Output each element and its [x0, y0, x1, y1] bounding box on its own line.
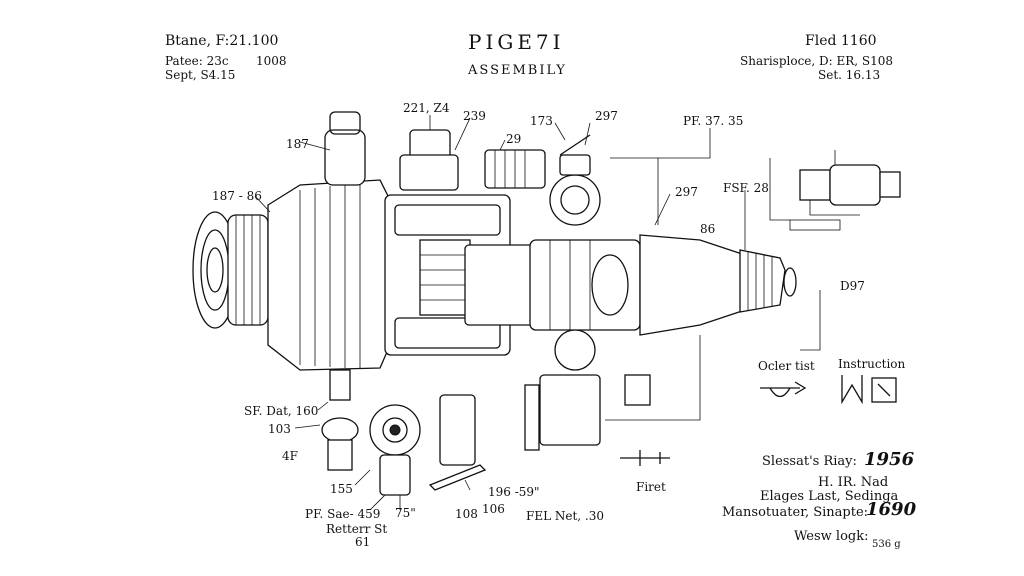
callout-label: 108: [455, 508, 478, 520]
callout-label: 196 -59": [488, 486, 540, 498]
callout-label: 61: [355, 536, 370, 548]
callout-label: 297: [675, 186, 698, 198]
engine-block: [268, 180, 796, 370]
callout-label: Firet: [636, 481, 666, 493]
callout-label: 103: [268, 423, 291, 435]
callout-label: 221, Z4: [403, 102, 450, 114]
notes-line1-label: Slessat's Riay:: [762, 455, 857, 468]
callout-label: D97: [840, 280, 865, 292]
header-top-left-3: 1008: [256, 55, 287, 67]
callout-label: 4F: [282, 450, 298, 462]
callout-label: 75": [395, 507, 416, 519]
callout-label: SF. Dat, 160: [244, 405, 318, 417]
callout-label: PF. Sae- 459: [305, 508, 380, 520]
side-symbols: [760, 375, 896, 402]
header-top-right-2: Sharisploce, D: ER, S108: [740, 55, 893, 67]
callout-label: 86: [700, 223, 715, 235]
drawing-title: PIGE7I: [468, 32, 565, 52]
callout-label: FEL Net, .30: [526, 510, 604, 522]
callout-label: 155: [330, 483, 353, 495]
notes-line4-label: Mansotuater, Sinapte:: [722, 506, 868, 519]
front-pulley: [193, 212, 268, 328]
drawing-subtitle: ASSEMBILY: [468, 64, 567, 77]
callout-label: 187 - 86: [212, 190, 262, 202]
callout-label: 187: [286, 138, 309, 150]
header-top-right-1: Fled 1160: [805, 34, 877, 48]
notes-line6: 536 g: [872, 540, 901, 550]
callout-label: 297: [595, 110, 618, 122]
callout-label: PF. 37. 35: [683, 115, 743, 127]
callout-label: 29: [506, 133, 521, 145]
notes-line5: Wesw logk:: [794, 530, 869, 543]
callout-label: Retterr St: [326, 523, 387, 535]
callout-label: 239: [463, 110, 486, 122]
callout-label: FSF. 28: [723, 182, 769, 194]
detail-view: [790, 150, 900, 230]
header-top-left-2: Patee: 23c: [165, 55, 229, 67]
notes-line1-value: 1956: [864, 451, 914, 469]
notes-line2: H. IR. Nad: [818, 476, 888, 489]
callout-label: 173: [530, 115, 553, 127]
header-top-right-3: Set. 16.13: [818, 69, 880, 81]
callout-label: Instruction: [838, 358, 905, 370]
callout-label: Ocler tist: [758, 360, 815, 372]
notes-line4-value: 1690: [866, 501, 916, 519]
callout-label: 106: [482, 503, 505, 515]
header-top-left-1: Btane, F:21.100: [165, 34, 278, 48]
header-top-left-4: Sept, S4.15: [165, 69, 235, 81]
